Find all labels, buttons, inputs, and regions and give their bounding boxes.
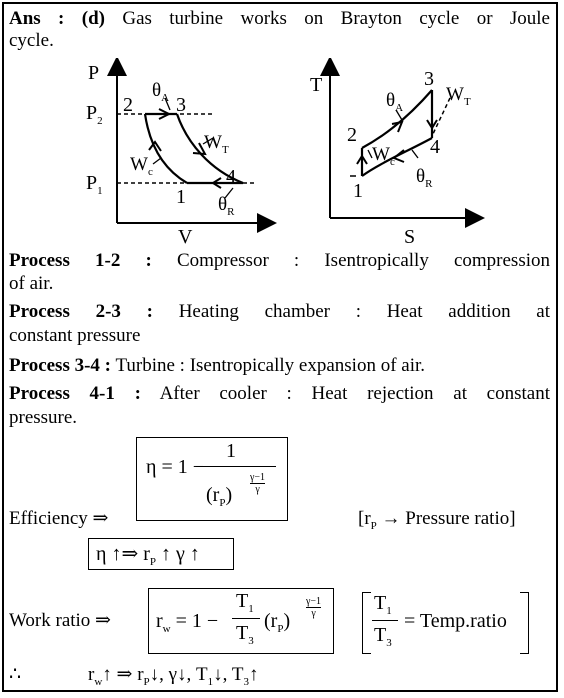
ratio-text: = Temp.ratio xyxy=(404,610,507,632)
efficiency-exponent: γ−1 γ xyxy=(250,472,266,495)
pv-theta-r-leader xyxy=(224,187,234,199)
pv-point-3: 3 xyxy=(176,94,186,116)
ts-wc: Wc xyxy=(372,144,395,168)
answer-text-cont: cycle. xyxy=(9,30,54,51)
pv-diagram xyxy=(107,58,277,233)
answer-prefix: Ans : (d) xyxy=(9,8,105,29)
pv-point-1: 1 xyxy=(176,186,186,208)
ts-point-1: 1 xyxy=(353,180,363,202)
answer-frame xyxy=(2,2,558,692)
ts-point-3: 3 xyxy=(424,68,434,90)
ts-theta-a: θA xyxy=(386,90,404,114)
answer-line: Ans : (d) Gas turbine works on Brayton c… xyxy=(9,8,550,30)
ts-x-label: S xyxy=(404,226,416,248)
work-ratio-num: T1 xyxy=(236,590,254,615)
efficiency-formula-box xyxy=(136,437,288,521)
trend-box xyxy=(88,538,234,570)
process-2-3-cont: constant pressure xyxy=(9,325,141,346)
process-2-3: Process 2-3 : Heating chamber : Heat add… xyxy=(9,301,551,322)
pv-x-label: V xyxy=(178,226,193,248)
pv-process-1-2 xyxy=(143,113,188,184)
work-ratio-label: Work ratio ⇒ xyxy=(9,610,111,631)
pv-theta-a: θA xyxy=(152,80,170,104)
ratio-fraction-bar xyxy=(372,620,398,621)
ts-wc-leader xyxy=(367,149,373,159)
efficiency-fraction-bar xyxy=(196,466,276,467)
ts-theta-a-leader xyxy=(395,109,403,121)
process-3-4: Process 3-4 : Turbine : Isentropically e… xyxy=(9,355,426,376)
ts-arrow-3-4 xyxy=(426,119,438,130)
work-ratio-fraction-bar xyxy=(232,618,260,619)
work-ratio-lhs: rw = 1 − xyxy=(156,610,219,635)
efficiency-note: [rP → Pressure ratio] xyxy=(358,508,516,532)
pv-wc-leader xyxy=(152,157,162,165)
efficiency-den: (rP) xyxy=(206,484,233,509)
work-ratio-den: T3 xyxy=(236,622,254,647)
efficiency-label: Efficiency ⇒ xyxy=(9,508,109,529)
conclusion-text: rw↑ ⇒ rP↓, γ↓, T1↓, T3↑ xyxy=(88,664,259,688)
ts-arrow-1-2 xyxy=(356,154,368,165)
p2-label: P2 xyxy=(86,102,103,127)
pv-arrow-4-1 xyxy=(211,177,222,189)
pv-point-2: 2 xyxy=(123,94,133,116)
ratio-right-bracket xyxy=(520,592,529,654)
ts-wt: WT xyxy=(446,84,471,108)
ratio-num: T1 xyxy=(374,592,392,617)
ts-diagram xyxy=(320,58,485,228)
ts-y-label: T xyxy=(310,74,323,96)
pv-wt: WT xyxy=(204,132,229,156)
ts-arrow-2-3 xyxy=(391,120,404,133)
ratio-left-bracket xyxy=(362,592,371,654)
work-ratio-exponent: γ−1 γ xyxy=(306,596,322,619)
ts-dashed-line xyxy=(431,97,451,137)
ts-arrow-4-1 xyxy=(392,149,405,163)
process-1-2: Process 1-2 : Compressor : Isentropicall… xyxy=(9,250,550,271)
trend-text: η ↑⇒ rP ↑ γ ↑ xyxy=(96,543,200,568)
ts-point-2: 2 xyxy=(347,124,357,146)
pv-wc: Wc xyxy=(130,154,153,178)
pv-point-4: 4 xyxy=(226,166,236,188)
ts-theta-r: θR xyxy=(416,166,433,190)
efficiency-num: 1 xyxy=(226,440,236,462)
pv-arrow-3-4 xyxy=(192,142,207,156)
pv-arrow-2-3 xyxy=(158,108,172,120)
efficiency-lhs: η = 1 − xyxy=(146,456,205,478)
process-4-1: Process 4-1 : After cooler : Heat reject… xyxy=(9,383,550,404)
pv-y-label: P xyxy=(88,62,100,84)
work-ratio-base: (rP) xyxy=(264,610,291,635)
ts-theta-r-leader xyxy=(411,149,419,159)
answer-text: Gas turbine works on Brayton cycle or Jo… xyxy=(122,8,550,29)
pv-theta-r: θR xyxy=(218,194,235,218)
process-1-2-cont: of air. xyxy=(9,273,54,294)
process-4-1-cont: pressure. xyxy=(9,407,78,428)
pv-arrow-1-2 xyxy=(148,140,162,152)
ts-point-4: 4 xyxy=(430,136,440,158)
pv-theta-a-leader xyxy=(164,97,171,111)
ratio-den: T3 xyxy=(374,624,392,649)
therefore-symbol: ∴ xyxy=(9,664,22,685)
p1-label: P1 xyxy=(86,172,103,197)
pv-wt-leader xyxy=(202,137,214,145)
work-ratio-box xyxy=(148,588,334,654)
